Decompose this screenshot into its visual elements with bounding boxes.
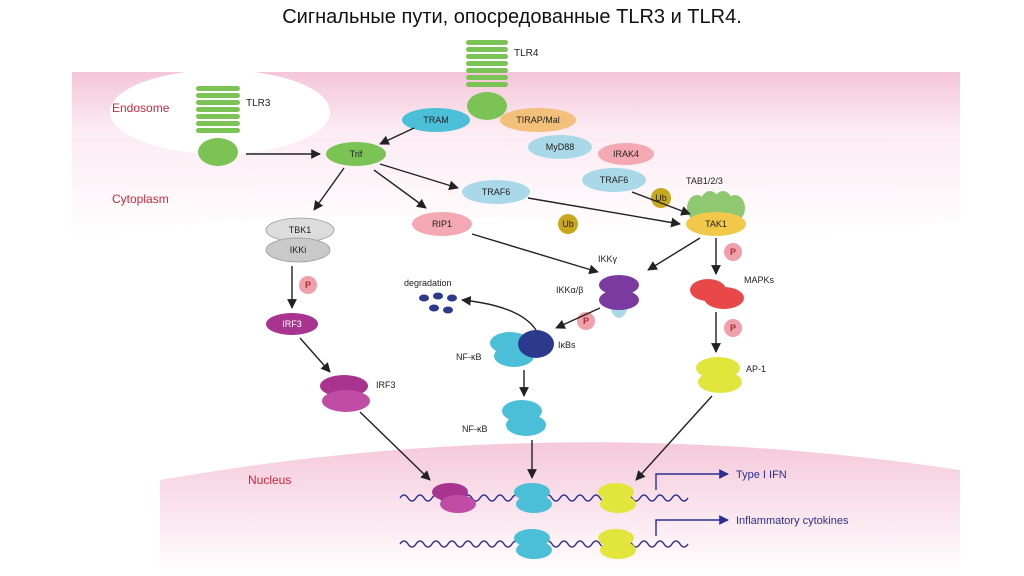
- tbk1-label: TBK1: [289, 225, 312, 235]
- arrow-tram-trif: [379, 127, 415, 145]
- ub-marker-2: [558, 214, 578, 234]
- type1-ifn-label: Type I IFN: [736, 469, 787, 481]
- mapks-label: MAPKs: [744, 275, 775, 285]
- mapks-complex: [690, 279, 744, 309]
- nfkb-label-2: NF-κB: [462, 424, 488, 434]
- tak1-node: [686, 212, 746, 236]
- arrow-trif-traf6: [379, 163, 459, 191]
- traf6-left-label: TRAF6: [482, 187, 511, 197]
- nfkb-ikb-complex: [490, 330, 554, 367]
- transcription-arrow-1: [655, 469, 729, 490]
- irf3-node-1: [266, 313, 318, 335]
- arrow-ikbs-degradation: [461, 296, 537, 331]
- trif-label: Trif: [350, 149, 363, 159]
- ub-label-1: Ub: [655, 193, 667, 203]
- myd88-label: MyD88: [546, 142, 575, 152]
- irf3-label-2: IRF3: [376, 380, 396, 390]
- ikki-node: [265, 237, 331, 263]
- tram-node: [402, 108, 470, 132]
- nfkb-dimer: [502, 400, 546, 436]
- phospho-marker-3: [724, 319, 742, 337]
- irak4-label: IRAK4: [613, 149, 639, 159]
- ub-marker-1: [651, 188, 671, 208]
- tak1-label: TAK1: [705, 219, 727, 229]
- tlr3-receptor: [196, 86, 240, 166]
- ikkg-label: IKKγ: [598, 254, 618, 264]
- arrow-trif-tbk1: [313, 167, 345, 211]
- nfkb-label-1: NF-κB: [456, 352, 482, 362]
- tab-label: TAB1/2/3: [686, 176, 723, 186]
- ikkab-label: IKKα/β: [556, 285, 583, 295]
- ap1-dimer: [696, 357, 742, 393]
- cytoplasm-label: Cytoplasm: [112, 192, 169, 206]
- tab-complex: [687, 191, 745, 221]
- nucleus-area: [160, 442, 960, 576]
- arrow-tak1-ikk: [647, 237, 701, 271]
- transcription-arrow-2: [655, 515, 729, 536]
- phospho-label-2: P: [730, 247, 736, 257]
- arrow-traf6-tak1: [527, 197, 681, 228]
- ap1-on-dna-1: [598, 483, 636, 513]
- tlr3-label: TLR3: [246, 98, 271, 109]
- tirap-label: TIRAP/Mal: [516, 115, 560, 125]
- nucleus-label: Nucleus: [248, 473, 291, 487]
- ikbs-label: IκBs: [558, 340, 576, 350]
- degradation-fragments: [419, 292, 457, 314]
- inflammatory-cytokines-label: Inflammatory cytokines: [736, 515, 849, 527]
- slide-title: Сигнальные пути, опосредованные TLR3 и T…: [282, 6, 742, 28]
- traf6-right-label: TRAF6: [600, 175, 629, 185]
- tlr4-label: TLR4: [514, 48, 539, 59]
- ub-label-2: Ub: [562, 219, 574, 229]
- arrow-ikk-ikbs: [555, 307, 601, 329]
- phospho-marker-2: [724, 243, 742, 261]
- tlr4-receptor: [466, 40, 508, 120]
- arrow-trif-rip1: [373, 169, 427, 209]
- phospho-label-4: P: [583, 316, 589, 326]
- irf3-on-dna: [432, 483, 476, 513]
- tram-label: TRAM: [423, 115, 449, 125]
- degradation-label: degradation: [404, 278, 452, 288]
- rip1-label: RIP1: [432, 219, 452, 229]
- irf3-label-1: IRF3: [282, 319, 302, 329]
- arrow-rip1-ikk: [471, 233, 599, 275]
- traf6-right-node: [582, 168, 646, 192]
- arrow-traf6right-tak1: [631, 191, 691, 216]
- rip1-node: [412, 212, 472, 236]
- ikki-label: IKKi: [290, 245, 307, 255]
- tirap-node: [500, 108, 576, 132]
- arrow-ap1-nucleus: [635, 395, 713, 481]
- myd88-node: [528, 135, 592, 159]
- nfkb-on-dna-2: [514, 529, 552, 559]
- ap1-on-dna-2: [598, 529, 636, 559]
- irak4-node: [598, 143, 654, 165]
- arrow-irf3-nucleus: [359, 411, 431, 481]
- endosome-label: Endosome: [112, 101, 170, 115]
- nfkb-on-dna-1: [514, 483, 552, 513]
- phospho-label-1: P: [305, 280, 311, 290]
- traf6-left-node: [462, 180, 530, 204]
- trif-node: [326, 142, 386, 166]
- ap1-label: AP-1: [746, 364, 766, 374]
- arrow-irf3-dimer: [299, 337, 331, 373]
- ikk-complex: [599, 275, 639, 318]
- phospho-marker-1: [299, 276, 317, 294]
- phospho-label-3: P: [730, 323, 736, 333]
- irf3-dimer: [320, 375, 370, 412]
